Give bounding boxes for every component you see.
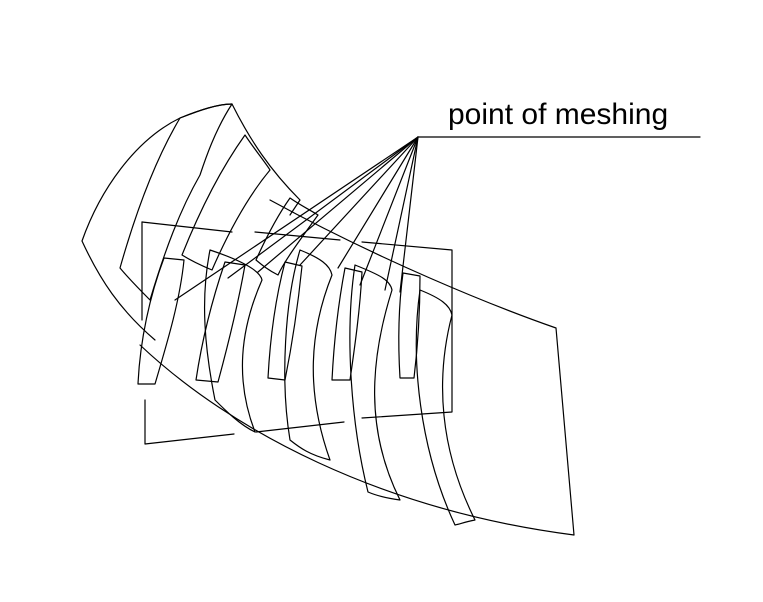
leader-lines <box>174 136 701 301</box>
frame-lines <box>141 221 453 445</box>
meshing-tooth-profiles <box>137 257 421 385</box>
lower-gear-teeth <box>203 249 476 526</box>
upper-gear-outline <box>81 103 301 341</box>
lower-gear-outline <box>139 199 575 536</box>
point-of-meshing-label: point of meshing <box>448 98 668 131</box>
